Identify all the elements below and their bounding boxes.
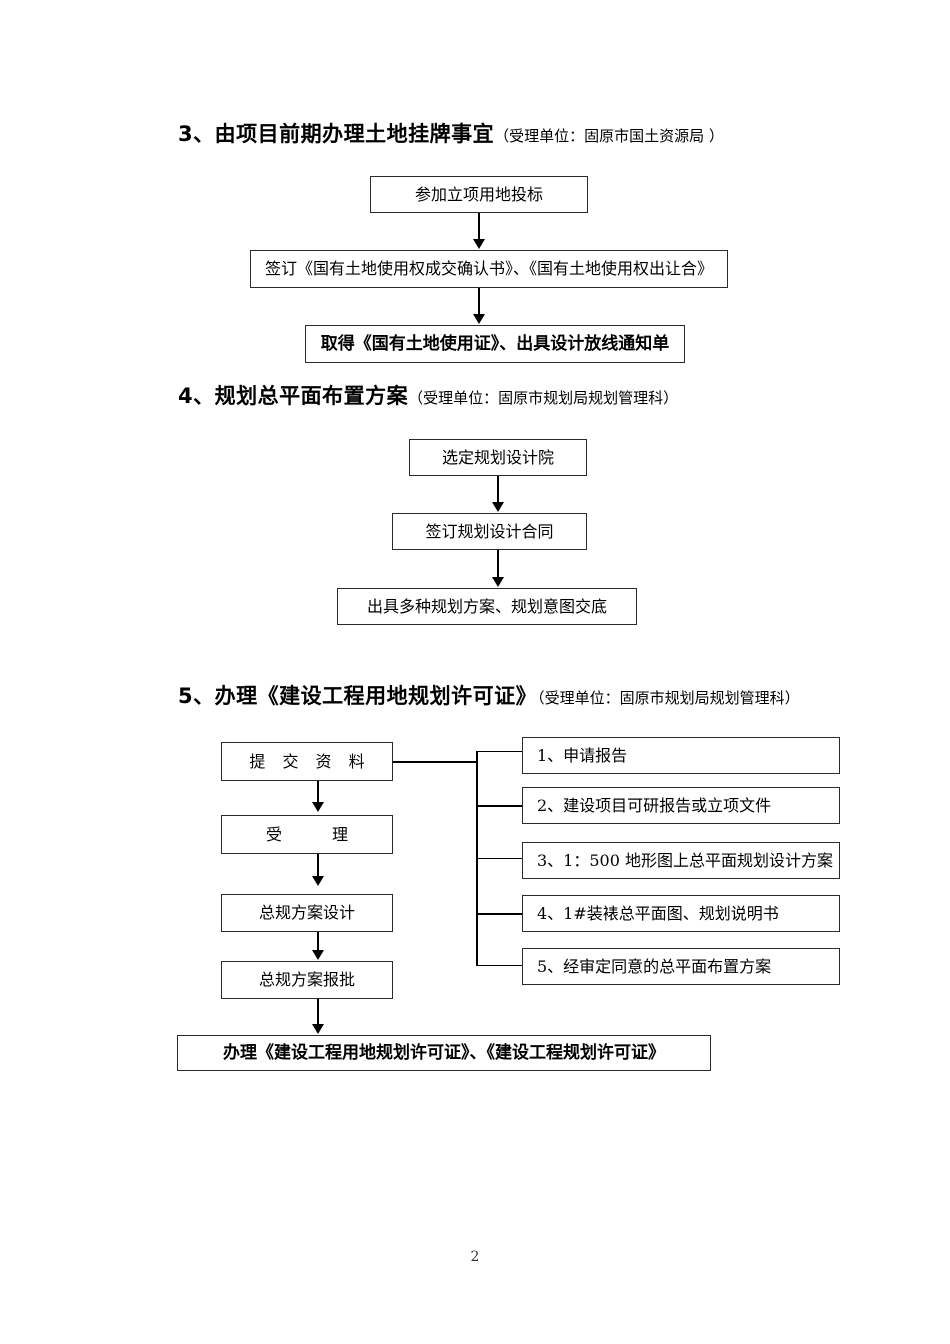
- section-5-requirement-box-4: 4、1#装裱总平面图、规划说明书: [522, 895, 840, 932]
- section-3-connector-2: [478, 288, 480, 317]
- section-5-bracket-lead: [393, 761, 478, 763]
- section-5-bracket-stub-1: [478, 751, 522, 752]
- page-number: 2: [470, 1249, 480, 1265]
- section-3-box-2: 签订《国有土地使用权成交确认书》、《国有土地使用权出让合》: [250, 250, 728, 288]
- section-5-flow-connector-3: [317, 932, 319, 952]
- section-5-flow-box-2: 受 理: [221, 815, 393, 854]
- section-5-flow-box-4: 总规方案报批: [221, 961, 393, 999]
- section-5-requirement-box-3: 3、1：500 地形图上总平面规划设计方案: [522, 842, 840, 879]
- section-3-box-3: 取得《国有土地使用证》、出具设计放线通知单: [305, 325, 685, 363]
- section-5-heading-sub: （受理单位：固原市规划局规划管理科）: [537, 689, 800, 707]
- section-5-flow-arrow-2: [312, 876, 324, 886]
- section-5-flow-arrow-4: [312, 1024, 324, 1034]
- section-5-bracket-stub-3: [478, 858, 522, 859]
- section-3-heading-sub: （受理单位：固原市国土资源局 ）: [494, 127, 724, 145]
- section-5-flow-arrow-1: [312, 802, 324, 812]
- section-3-heading: 3、由项目前期办理土地挂牌事宜（受理单位：固原市国土资源局 ）: [178, 124, 724, 145]
- section-5-heading-main: 5、办理《建设工程用地规划许可证》: [178, 684, 538, 708]
- section-5-requirement-box-5: 5、经审定同意的总平面布置方案: [522, 948, 840, 985]
- section-4-arrow-2: [492, 577, 504, 587]
- section-5-flow-box-3: 总规方案设计: [221, 894, 393, 932]
- section-4-heading-sub: （受理单位：固原市规划局规划管理科）: [408, 389, 679, 407]
- section-5-heading: 5、办理《建设工程用地规划许可证》（受理单位：固原市规划局规划管理科）: [178, 686, 800, 707]
- section-4-arrow-1: [492, 502, 504, 512]
- section-4-box-3: 出具多种规划方案、规划意图交底: [337, 588, 637, 625]
- section-3-connector-1: [478, 213, 480, 242]
- section-5-flow-connector-1: [317, 781, 319, 804]
- section-5-result-box: 办理《建设工程用地规划许可证》、《建设工程规划许可证》: [177, 1035, 711, 1071]
- section-5-bracket-stub-4: [478, 913, 522, 915]
- section-3-box-1: 参加立项用地投标: [370, 176, 588, 213]
- section-5-requirement-box-1: 1、申请报告: [522, 737, 840, 774]
- section-3-arrow-1: [473, 239, 485, 249]
- section-4-box-1: 选定规划设计院: [409, 439, 587, 476]
- section-4-box-2: 签订规划设计合同: [392, 513, 587, 550]
- section-5-flow-connector-2: [317, 854, 319, 878]
- section-5-requirement-box-2: 2、建设项目可研报告或立项文件: [522, 787, 840, 824]
- section-4-connector-1: [497, 476, 499, 505]
- section-3-heading-main: 3、由项目前期办理土地挂牌事宜: [178, 122, 495, 146]
- section-4-heading-main: 4、规划总平面布置方案: [178, 384, 409, 408]
- section-5-bracket-stub-5: [478, 965, 522, 966]
- section-5-bracket-spine: [476, 751, 478, 966]
- section-4-heading: 4、规划总平面布置方案（受理单位：固原市规划局规划管理科）: [178, 386, 678, 407]
- section-4-connector-2: [497, 550, 499, 580]
- section-5-flow-connector-4: [317, 999, 319, 1027]
- section-5-flow-arrow-3: [312, 950, 324, 960]
- section-3-arrow-2: [473, 314, 485, 324]
- section-5-flow-box-1: 提 交 资 料: [221, 742, 393, 781]
- section-5-bracket-stub-2: [478, 805, 522, 807]
